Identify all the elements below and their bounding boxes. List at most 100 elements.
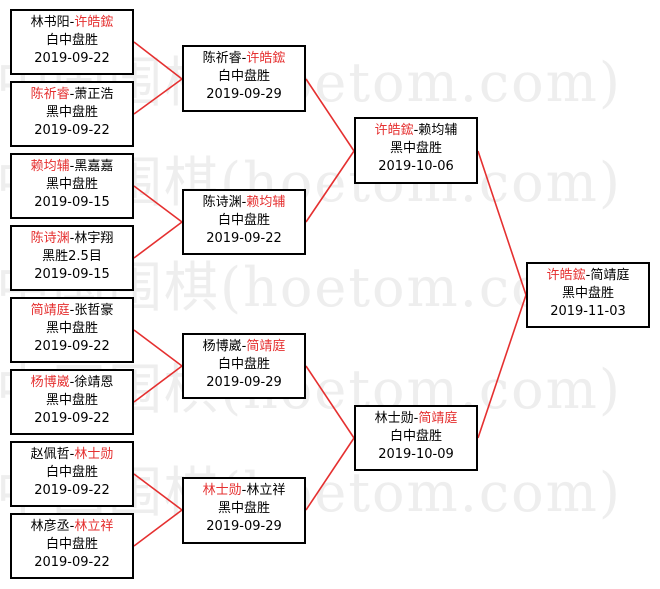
match-date: 2019-09-29	[206, 375, 282, 390]
connector-line	[477, 294, 527, 439]
match-box: 陈诗渊-林宇翔黑胜2.5目 2019-09-15	[10, 225, 134, 291]
match-date: 2019-10-06	[378, 159, 454, 174]
match-result: 白中盘胜	[45, 33, 98, 48]
match-date: 2019-09-22	[34, 555, 110, 570]
player-black: 杨博崴	[30, 375, 70, 390]
versus-dash: -	[413, 411, 419, 426]
player-white: 林立祥	[246, 483, 286, 498]
match-box: 赖均辅-黑嘉嘉黑中盘胜 2019-09-15	[10, 153, 134, 219]
match-players: 简靖庭-张哲豪	[12, 302, 132, 320]
player-black: 林士勋	[374, 411, 414, 426]
player-white: 黑嘉嘉	[74, 159, 114, 174]
match-result: 黑胜2.5目	[42, 249, 102, 264]
match-result: 黑中盘胜	[45, 177, 98, 192]
match-result: 黑中盘胜	[561, 286, 614, 301]
versus-dash: -	[69, 231, 75, 246]
match-players: 赵佩哲-林士勋	[12, 446, 132, 464]
player-white: 张哲豪	[74, 303, 114, 318]
player-black: 陈祈睿	[202, 51, 242, 66]
match-date: 2019-10-09	[378, 447, 454, 462]
player-white: 林立祥	[74, 519, 114, 534]
match-players: 杨博崴-简靖庭	[184, 338, 304, 356]
match-players: 林彦丞-林立祥	[12, 518, 132, 536]
player-white: 简靖庭	[418, 411, 458, 426]
match-result: 白中盘胜	[389, 429, 442, 444]
versus-dash: -	[241, 195, 247, 210]
player-black: 赵佩哲	[30, 447, 70, 462]
match-result: 黑中盘胜	[217, 501, 270, 516]
versus-dash: -	[69, 303, 75, 318]
match-result: 白中盘胜	[217, 69, 270, 84]
match-date: 2019-09-22	[34, 339, 110, 354]
match-date: 2019-09-22	[34, 411, 110, 426]
match-date: 2019-09-15	[34, 195, 110, 210]
versus-dash: -	[69, 447, 75, 462]
match-date: 2019-09-29	[206, 519, 282, 534]
connector-line	[133, 509, 183, 547]
player-black: 陈祈睿	[30, 87, 70, 102]
player-white: 许皓鋐	[74, 15, 114, 30]
match-players: 陈祈睿-许皓鋐	[184, 50, 304, 68]
player-black: 林士勋	[202, 483, 242, 498]
versus-dash: -	[241, 483, 247, 498]
match-date: 2019-09-22	[206, 231, 282, 246]
connector-line	[133, 41, 183, 80]
player-white: 徐靖恩	[74, 375, 114, 390]
player-black: 陈诗渊	[202, 195, 242, 210]
match-result: 黑中盘胜	[45, 321, 98, 336]
connector-line	[133, 365, 183, 403]
match-players: 许皓鋐-简靖庭	[528, 267, 648, 285]
versus-dash: -	[69, 159, 75, 174]
connector-line	[305, 437, 355, 511]
player-white: 赖均辅	[246, 195, 286, 210]
player-black: 杨博崴	[202, 339, 242, 354]
player-white: 许皓鋐	[246, 51, 286, 66]
player-white: 林士勋	[74, 447, 114, 462]
connector-line	[477, 150, 527, 296]
match-players: 陈诗渊-林宇翔	[12, 230, 132, 248]
player-white: 简靖庭	[246, 339, 286, 354]
player-black: 赖均辅	[30, 159, 70, 174]
match-players: 杨博崴-徐靖恩	[12, 374, 132, 392]
match-players: 林书阳-许皓鋐	[12, 14, 132, 32]
versus-dash: -	[413, 123, 419, 138]
connector-line	[133, 78, 183, 115]
match-date: 2019-11-03	[550, 304, 626, 319]
match-date: 2019-09-22	[34, 51, 110, 66]
player-black: 简靖庭	[30, 303, 70, 318]
connector-line	[133, 185, 183, 223]
versus-dash: -	[241, 339, 247, 354]
match-date: 2019-09-15	[34, 267, 110, 282]
match-players: 林士勋-林立祥	[184, 482, 304, 500]
match-result: 白中盘胜	[217, 213, 270, 228]
match-players: 陈诗渊-赖均辅	[184, 194, 304, 212]
match-date: 2019-09-22	[34, 123, 110, 138]
match-players: 林士勋-简靖庭	[356, 410, 476, 428]
match-result: 黑中盘胜	[45, 105, 98, 120]
versus-dash: -	[69, 519, 75, 534]
match-result: 黑中盘胜	[45, 393, 98, 408]
versus-dash: -	[585, 268, 591, 283]
versus-dash: -	[241, 51, 247, 66]
match-date: 2019-09-22	[34, 483, 110, 498]
match-result: 白中盘胜	[45, 537, 98, 552]
match-result: 白中盘胜	[45, 465, 98, 480]
player-white: 简靖庭	[590, 268, 630, 283]
connector-line	[305, 365, 355, 439]
connector-line	[305, 150, 355, 223]
versus-dash: -	[69, 15, 75, 30]
match-box: 许皓鋐-简靖庭黑中盘胜 2019-11-03	[526, 262, 650, 328]
connector-line	[133, 473, 183, 511]
versus-dash: -	[69, 375, 75, 390]
match-result: 黑中盘胜	[389, 141, 442, 156]
connector-line	[133, 221, 183, 259]
player-black: 陈诗渊	[30, 231, 70, 246]
